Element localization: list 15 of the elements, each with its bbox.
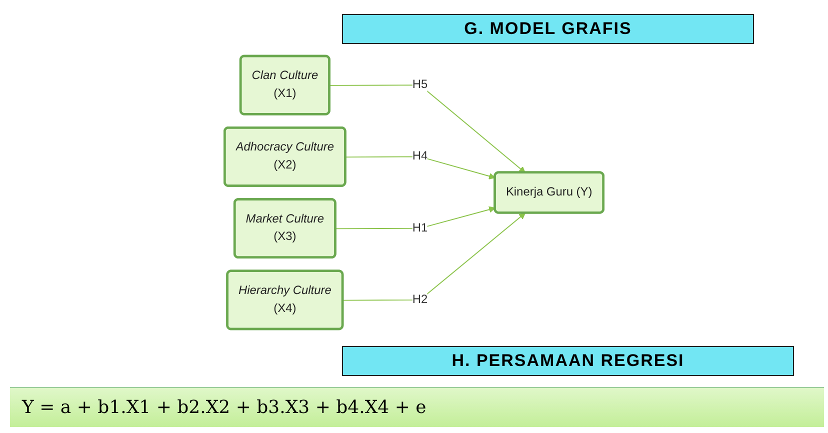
edge-label: H2 (412, 293, 428, 306)
edge-label: H1 (412, 222, 428, 234)
arrow (335, 206, 496, 230)
process-box: Kinerja Guru (Y) (494, 171, 604, 214)
arrow (345, 156, 496, 180)
edge-label: H4 (412, 150, 428, 163)
process-box: Clan Culture (X1) (239, 54, 330, 116)
arrow (342, 212, 526, 301)
heading: G. MODEL GRAFIS (342, 14, 754, 44)
process-box: Hierarchy Culture (X4) (226, 270, 344, 330)
arrow (329, 84, 526, 174)
heading: H. PERSAMAAN REGRESI (342, 346, 794, 376)
edge-label: H5 (412, 78, 428, 92)
equation: Y = a + b1.X1 + b2.X2 + b3.X3 + b4.X4 + e (10, 387, 824, 427)
process-box: Market Culture (X3) (233, 198, 336, 259)
